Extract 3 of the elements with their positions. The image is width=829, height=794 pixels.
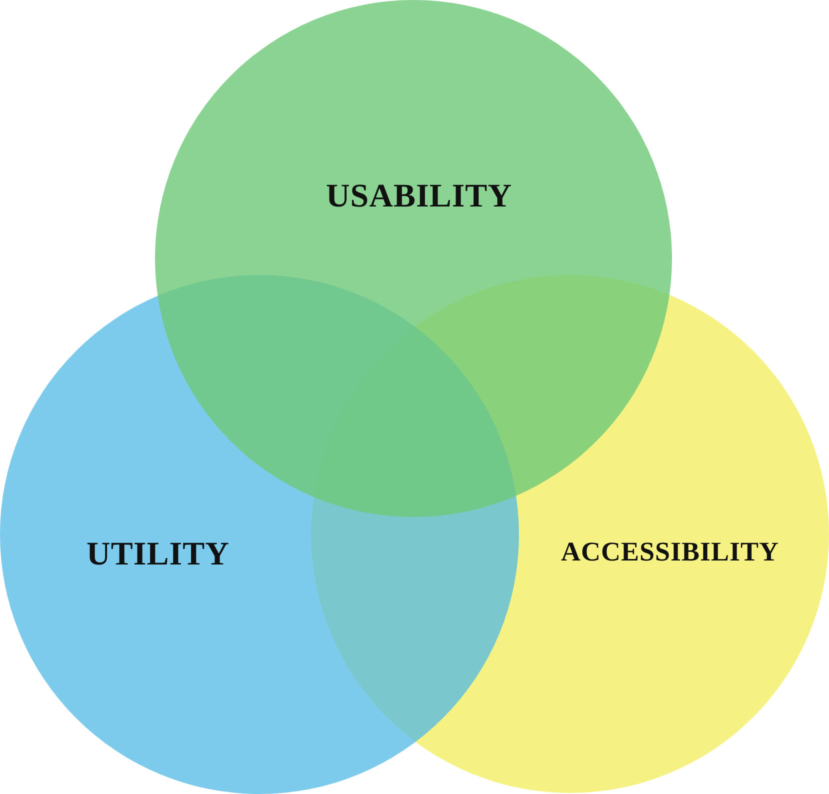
circle-label: ACCESSIBILITY <box>560 536 780 568</box>
circle-label: UTILITY <box>86 536 230 574</box>
circle-label: USABILITY <box>326 178 512 216</box>
